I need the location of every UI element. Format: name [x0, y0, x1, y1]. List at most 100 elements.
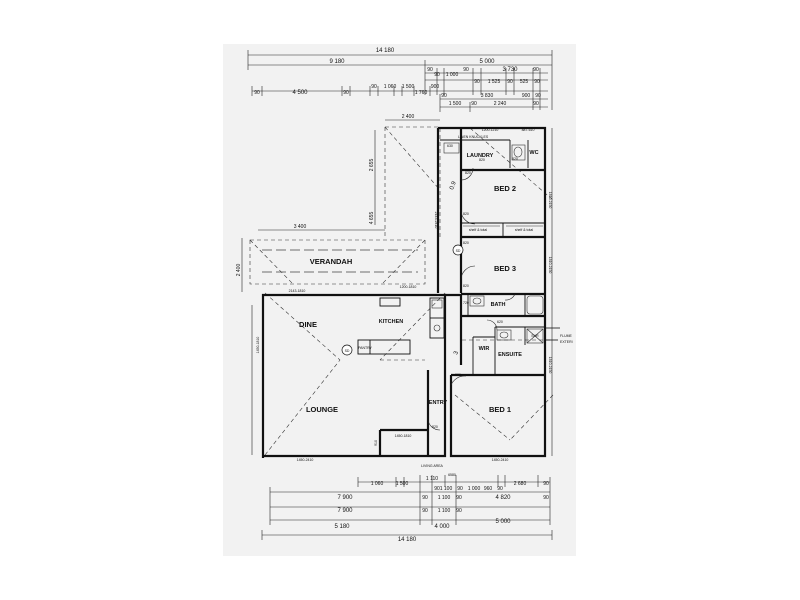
dim-bot-r1-4: 90 — [457, 486, 463, 492]
dim-top-r5-2: 90 — [343, 90, 349, 96]
room-lounge: LOUNGE — [306, 405, 338, 414]
dim-910: 910 — [374, 440, 378, 446]
dim-top-9180: 9 180 — [329, 59, 345, 65]
dim-top-r5-0: 90 — [254, 90, 260, 96]
label-shelf-2: shelf & total — [515, 228, 534, 232]
dim-bot-r2-2: 1 100 — [438, 495, 451, 501]
dim-620: 620 — [497, 320, 503, 324]
dim-top-900: 900 — [431, 84, 440, 90]
label-exterior: EXTERI — [560, 340, 573, 344]
dim-top-r3-2: 1 000 — [446, 72, 459, 78]
room-laundry: LAUNDRY — [467, 153, 494, 159]
room-bed2: BED 2 — [494, 184, 516, 193]
dim-top-1060: 1 060 — [384, 84, 397, 90]
dim-bed2-v: 1810-2150 — [548, 192, 552, 209]
dim-corridor-v: 2143-2410 — [434, 212, 438, 229]
label-flume: FLUME — [560, 334, 573, 338]
dim-bot-4820: 4 820 — [495, 495, 511, 501]
dim-bot-7900-a: 7 900 — [337, 495, 353, 501]
dim-bot-r2-3: 90 — [456, 495, 462, 501]
dim-820-laundry: 820 — [465, 171, 471, 175]
dim-top-r7-0: 1 500 — [449, 101, 462, 107]
walls — [261, 126, 547, 458]
room-wc: WC — [529, 150, 538, 156]
dim-laundry-right: 887-610 — [522, 128, 535, 132]
label-sd-1: SD — [345, 349, 350, 353]
dim-top-r6-0: 90 — [441, 93, 447, 99]
dim-1110: 1 110 — [426, 476, 438, 482]
dim-top-r4-7: 90 — [534, 79, 540, 85]
dim-6580: 6580 — [448, 473, 456, 477]
room-wir: WIR — [479, 346, 490, 352]
room-dine: DINE — [299, 320, 317, 329]
dim-bot-r2-5: 90 — [543, 495, 549, 501]
verandah-dashed-band — [262, 249, 418, 273]
dim-bot-7900-b: 7 900 — [337, 508, 353, 514]
dim-bot-r1-9: 90 — [543, 481, 549, 487]
smoke-detector-icon — [341, 344, 353, 356]
bottom-dimension-lines — [261, 475, 553, 540]
dim-dine-top: 2143-1810 — [289, 289, 306, 293]
dim-bot-4000: 4 000 — [434, 524, 450, 530]
dim-top-4500: 4 500 — [292, 90, 308, 96]
dim-top-r7-1: 90 — [471, 101, 477, 107]
label-sd-2: SD — [456, 249, 461, 253]
bottom-dimension-text: LIVING AREA 6580 1 110 1 060 1 500 90 1 … — [334, 464, 549, 543]
top-dimension-text: 14 180 9 180 5 000 90 90 1 000 90 3 730 … — [254, 48, 541, 107]
dim-bot-r2-1: 90 — [422, 495, 428, 501]
dim-820-c: 820 — [479, 158, 485, 162]
dim-top-r4-3: 90 — [474, 79, 480, 85]
dim-laundry-top: 1200-1210 — [482, 128, 499, 132]
dim-bot-r3-1: 90 — [422, 508, 428, 514]
dim-top-r6-3: 90 — [535, 93, 541, 99]
dim-2655: 2 655 — [369, 159, 375, 172]
top-dimension-lines — [247, 50, 553, 112]
dim-820-d: 820 — [463, 241, 469, 245]
dim-top-r6-2: 900 — [522, 93, 531, 99]
dim-820-e: 820 — [455, 373, 461, 377]
dim-bot-2680: 2 680 — [514, 481, 527, 487]
room-ensuite: ENSUITE — [498, 352, 522, 358]
room-bed3: BED 3 — [494, 264, 516, 273]
dim-2400-top: 2 400 — [402, 114, 415, 120]
dim-820-b: 820 — [463, 284, 469, 288]
label-linen: LINEN KNUCKLES — [458, 135, 489, 139]
dim-top-total: 14 180 — [376, 48, 395, 54]
dim-top-2240: 2 240 — [494, 101, 507, 107]
roof-outline — [249, 126, 554, 456]
dim-top-3730: 3 730 — [502, 67, 518, 73]
dim-bed3-v: 1810-2150 — [548, 257, 552, 274]
interior-thin-walls — [357, 139, 545, 375]
fixtures — [431, 142, 544, 370]
label-slope-1: 0.9 — [449, 180, 458, 191]
dim-top-1500: 1 500 — [402, 84, 415, 90]
room-kitchen: KITCHEN — [379, 319, 403, 325]
label-slope-2: 3 — [453, 350, 460, 356]
dim-820-a: 820 — [463, 212, 469, 216]
room-verandah: VERANDAH — [310, 257, 353, 266]
dim-bed1-bottom: 1450-2410 — [492, 458, 509, 462]
dim-top-1760: 1 760 — [415, 90, 428, 96]
dim-4655: 4 655 — [369, 212, 375, 225]
dim-top-1525: 1 525 — [488, 79, 501, 85]
dim-top-r4-5: 90 — [507, 79, 513, 85]
smoke-detector-icon — [452, 244, 464, 256]
dim-bot-5180: 5 180 — [334, 524, 350, 530]
dim-lounge-bottom: 1450-2410 — [297, 458, 314, 462]
dim-top-r7-3: 90 — [533, 101, 539, 107]
dim-top-r3-1: 90 — [434, 72, 440, 78]
dim-820-f: 820 — [432, 425, 438, 429]
dim-bot-r3-3: 90 — [456, 508, 462, 514]
dim-top-525: 525 — [520, 79, 529, 85]
room-entry: ENTRY — [429, 400, 448, 406]
external-flume-lines — [545, 327, 560, 341]
dim-3400: 3 400 — [294, 224, 307, 230]
side-dimension-lines — [241, 119, 553, 456]
dim-2400-left: 2 400 — [236, 264, 242, 277]
dim-bot-r1-7: 90 — [497, 486, 503, 492]
dim-bot-r1-3: 1 100 — [440, 486, 453, 492]
dim-kitchen-top: 1200-1810 — [400, 285, 417, 289]
dim-top-r3-3: 90 — [463, 67, 469, 73]
dim-top-3830: 3 830 — [481, 93, 494, 99]
